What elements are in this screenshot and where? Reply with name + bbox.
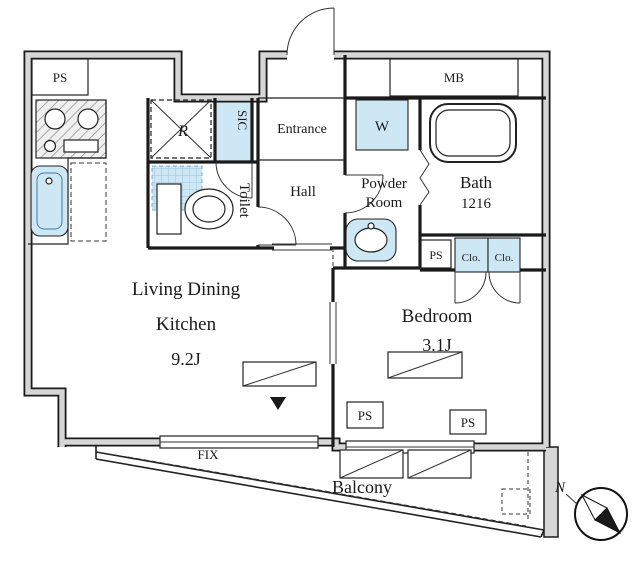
refrigerator-label: R — [177, 123, 188, 140]
ldk-slider-diagonal — [242, 361, 317, 387]
pipe-space-box-mid — [420, 239, 452, 269]
toilet-bowl — [184, 188, 234, 230]
balcony-label: Balcony — [332, 477, 392, 497]
ps-top-left-label: PS — [53, 70, 67, 85]
shoe-closet-door-swing — [215, 161, 253, 199]
balcony-railing — [95, 444, 559, 538]
shoe-closet-label: SIC — [235, 110, 250, 130]
closet-right-label: Clo. — [495, 252, 514, 264]
pipe-space-box-top — [31, 58, 89, 96]
balcony-unit-left-diagonal — [339, 449, 404, 479]
ldk-label-1: Living Dining — [132, 279, 241, 300]
burner-small — [43, 139, 57, 153]
bathtub-inner — [435, 109, 511, 157]
overhead-cabinet-dashed — [70, 162, 107, 242]
closet-right-door-swing — [488, 271, 521, 304]
ps-bottom-center-label: PS — [358, 408, 372, 423]
exterior-walls — [23, 50, 551, 452]
entrance-door-swing — [286, 7, 335, 56]
pipe-space-box-bottom-right — [449, 409, 487, 435]
ps-bottom-right-label: PS — [461, 415, 475, 430]
fix-window-label: FIX — [198, 447, 220, 462]
compass — [565, 487, 628, 541]
powder-room-label-1: Powder — [361, 176, 407, 192]
kitchen — [28, 99, 212, 245]
labels: PS MB R SIC Entrance W Bath 1216 Toilet … — [53, 70, 566, 497]
meter-box — [389, 58, 519, 97]
doors — [215, 7, 521, 364]
closet-left-label: Clo. — [462, 252, 481, 264]
closet-right-box — [487, 237, 521, 273]
burner-left — [44, 108, 66, 130]
balcony-edge-dashed — [127, 456, 527, 527]
bedroom-size-label: 3.1J — [422, 335, 452, 355]
bedroom-sliding-door — [329, 302, 337, 364]
bedroom-slider-diagonal — [387, 351, 463, 379]
compass-needle-south — [594, 507, 622, 535]
bath-size-label: 1216 — [461, 196, 492, 212]
refrigerator-space — [150, 99, 212, 159]
kitchen-sink — [30, 165, 69, 237]
balcony-unit-right-diagonal — [407, 449, 472, 479]
washer-label: W — [375, 119, 390, 135]
symbols — [242, 351, 487, 479]
pipe-space-box-bottom-center — [346, 401, 384, 429]
entry-direction-marker — [270, 397, 286, 410]
toilet-label: Toilet — [236, 183, 252, 219]
burner-right — [77, 108, 99, 130]
refrigerator-cross — [150, 99, 212, 159]
toilet-room — [151, 165, 234, 235]
entrance-step-lines — [258, 97, 345, 161]
ldk-label-2: Kitchen — [156, 314, 217, 335]
balcony-side-wall — [543, 446, 559, 538]
grill — [63, 139, 99, 153]
sink-bowl — [36, 172, 63, 230]
bedroom-label: Bedroom — [402, 306, 473, 327]
entrance-label: Entrance — [277, 122, 327, 137]
ldk-size-label: 9.2J — [171, 349, 201, 369]
compass-tick — [565, 493, 578, 505]
compass-north-label: N — [554, 480, 566, 496]
meter-box-label: MB — [444, 70, 465, 85]
ps-mid-label: PS — [429, 248, 442, 262]
powder-room-label-2: Room — [366, 195, 403, 211]
bathtub — [429, 103, 517, 163]
bath-folding-door — [419, 149, 430, 206]
railing-lines — [95, 444, 545, 538]
vanity-faucet — [367, 222, 375, 230]
hall-label: Hall — [290, 184, 316, 200]
vanity-bowl — [354, 227, 388, 253]
counter-edge — [28, 100, 107, 245]
hall-sliding-door — [272, 243, 332, 251]
evacuation-hatch — [501, 488, 531, 515]
faucet — [45, 177, 53, 185]
toilet-door-swing — [257, 206, 297, 246]
toilet-tank — [156, 183, 182, 235]
bath-label: Bath — [460, 173, 493, 192]
powder-door-swing — [344, 174, 384, 214]
interior-walls — [146, 55, 546, 447]
closet-left-door-swing — [454, 271, 487, 304]
washer-space — [355, 99, 409, 151]
toilet-seat — [192, 195, 226, 223]
